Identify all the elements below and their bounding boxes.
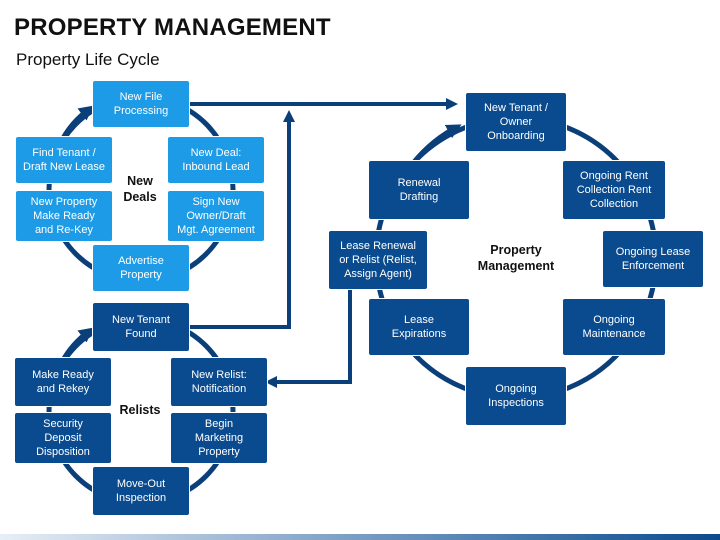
box-ongoing-rent-collection: Ongoing Rent Collection Rent Collection [562,160,666,220]
box-ongoing-inspections: Ongoing Inspections [465,366,567,426]
box-new-file-processing: New File Processing [92,80,190,128]
page-title: PROPERTY MANAGEMENT [14,14,331,41]
box-new-tenant-owner-onboarding: New Tenant / Owner Onboarding [465,92,567,152]
box-ongoing-lease-enforcement: Ongoing Lease Enforcement [602,230,704,288]
new-deals-label: New Deals [123,174,157,204]
box-new-property-make-ready: New Property Make Ready and Re-Key [15,190,113,242]
box-ongoing-maintenance: Ongoing Maintenance [562,298,666,356]
box-new-deal-inbound-lead: New Deal: Inbound Lead [167,136,265,184]
box-lease-renewal-or-relist: Lease Renewal or Relist (Relist, Assign … [328,230,428,290]
property-management-label: Property Management [477,243,555,273]
box-find-tenant: Find Tenant / Draft New Lease [15,136,113,184]
arrow-found-to-main-line [188,110,295,329]
box-new-tenant-found: New Tenant Found [92,302,190,352]
box-sign-new-owner: Sign New Owner/Draft Mgt. Agreement [167,190,265,242]
arrow-renewal-to-relist [265,290,352,388]
box-lease-expirations: Lease Expirations [368,298,470,356]
box-security-deposit: Security Deposit Disposition [14,412,112,464]
box-begin-marketing: Begin Marketing Property [170,412,268,464]
bottom-accent-bar [0,534,720,540]
box-renewal-drafting: Renewal Drafting [368,160,470,220]
page-subtitle: Property Life Cycle [16,50,160,69]
box-make-ready-rekey: Make Ready and Rekey [14,357,112,407]
relists-label: Relists [119,403,161,417]
box-advertise-property: Advertise Property [92,244,190,292]
box-move-out-inspection: Move-Out Inspection [92,466,190,516]
box-new-relist-notification: New Relist: Notification [170,357,268,407]
